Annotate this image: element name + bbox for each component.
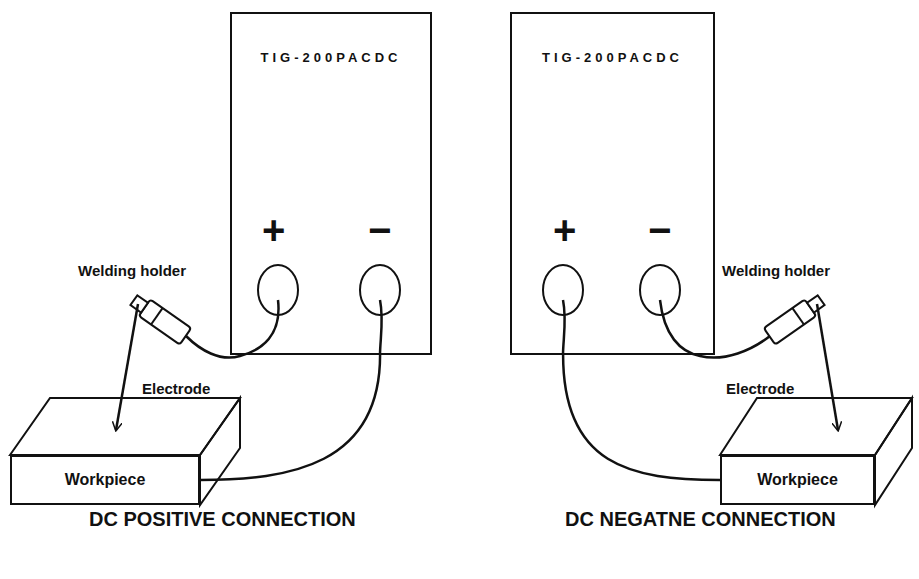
part-label: Electrode (726, 380, 794, 397)
electrode (116, 304, 138, 430)
welding-holder (764, 292, 827, 345)
caption: DC NEGATNE CONNECTION (565, 508, 836, 531)
part-label: Welding holder (722, 262, 830, 279)
workpiece-label: Workpiece (757, 471, 838, 489)
workpiece-label: Workpiece (65, 471, 146, 489)
welding-machine: TIG-200PACDC (230, 12, 432, 355)
polarity-sign: + (553, 208, 576, 253)
model-name: TIG-200PACDC (261, 50, 402, 65)
caption: DC POSITIVE CONNECTION (89, 508, 356, 531)
welding-holder (128, 292, 191, 345)
welding-machine: TIG-200PACDC (510, 12, 715, 355)
workpiece-box: Workpiece (10, 455, 200, 505)
torch-cable (660, 300, 770, 358)
part-label: Electrode (142, 380, 210, 397)
workpiece-top (720, 398, 912, 455)
ground-cable (200, 355, 380, 480)
ground-cable (563, 355, 720, 480)
part-label: Welding holder (78, 262, 186, 279)
model-name: TIG-200PACDC (542, 50, 683, 65)
torch-cable (186, 300, 279, 358)
polarity-sign: − (368, 208, 391, 253)
cable (563, 300, 565, 355)
workpiece-side (200, 398, 240, 505)
polarity-sign: − (648, 208, 671, 253)
electrode (817, 304, 838, 430)
workpiece-box: Workpiece (720, 455, 875, 505)
cable (380, 300, 382, 355)
polarity-sign: + (262, 208, 285, 253)
workpiece-side (875, 398, 912, 505)
